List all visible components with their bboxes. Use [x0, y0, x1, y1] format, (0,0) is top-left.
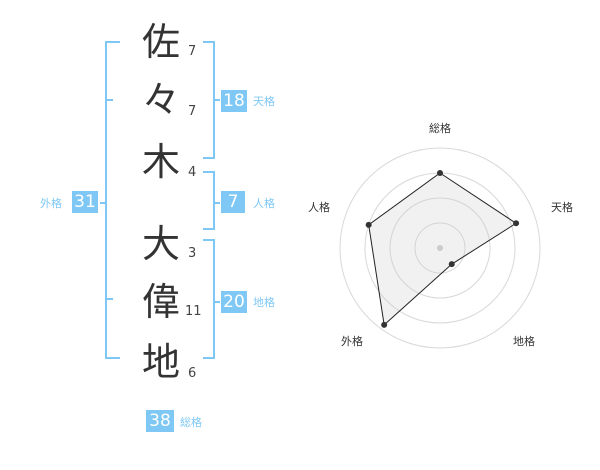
name-char-2: 々 — [141, 78, 180, 122]
gaikaku-label: 外格 — [40, 197, 62, 210]
radar-center-dot — [437, 245, 443, 251]
jinkaku-value-badge: 7 — [221, 191, 245, 213]
name-char-4: 大 — [141, 222, 180, 266]
radar-axis-label-chikaku: 地格 — [513, 335, 535, 348]
radar-point-4 — [381, 321, 388, 328]
stroke-count-6: 6 — [188, 366, 197, 381]
radar-point-3 — [448, 261, 455, 268]
jinkaku-bracket — [203, 171, 215, 230]
gaikaku-value-badge: 31 — [72, 191, 98, 213]
tenkaku-label: 天格 — [253, 95, 275, 108]
radar-point-5 — [365, 221, 372, 228]
gaikaku-bracket — [105, 41, 120, 359]
radar-point-2 — [513, 220, 520, 227]
radar-ring — [414, 222, 466, 274]
chikaku-bracket — [203, 239, 215, 359]
tenkaku-value-badge: 18 — [221, 90, 247, 112]
soukaku-label: 総格 — [180, 416, 202, 429]
soukaku-value-badge: 38 — [146, 410, 174, 432]
stroke-count-4: 3 — [188, 246, 197, 261]
name-char-3: 木 — [141, 140, 180, 184]
name-char-5: 偉 — [141, 280, 180, 324]
stroke-count-3: 4 — [188, 165, 197, 180]
radar-ring — [389, 197, 491, 299]
jinkaku-label: 人格 — [253, 197, 275, 210]
stroke-count-2: 7 — [188, 104, 197, 119]
radar-axis-label-tenkaku: 天格 — [551, 201, 573, 214]
stroke-count-1: 7 — [188, 44, 197, 59]
radar-point-1 — [437, 170, 443, 176]
chikaku-label: 地格 — [253, 296, 275, 309]
name-char-1: 佐 — [141, 20, 180, 64]
radar-axis-label-gaikaku: 外格 — [341, 335, 363, 348]
chikaku-value-badge: 20 — [221, 291, 247, 313]
name-char-6: 地 — [141, 340, 180, 384]
radar-axis-label-soukaku: 総格 — [429, 122, 451, 135]
stroke-count-5: 11 — [185, 304, 202, 319]
radar-axis-label-jinkaku: 人格 — [308, 201, 330, 214]
